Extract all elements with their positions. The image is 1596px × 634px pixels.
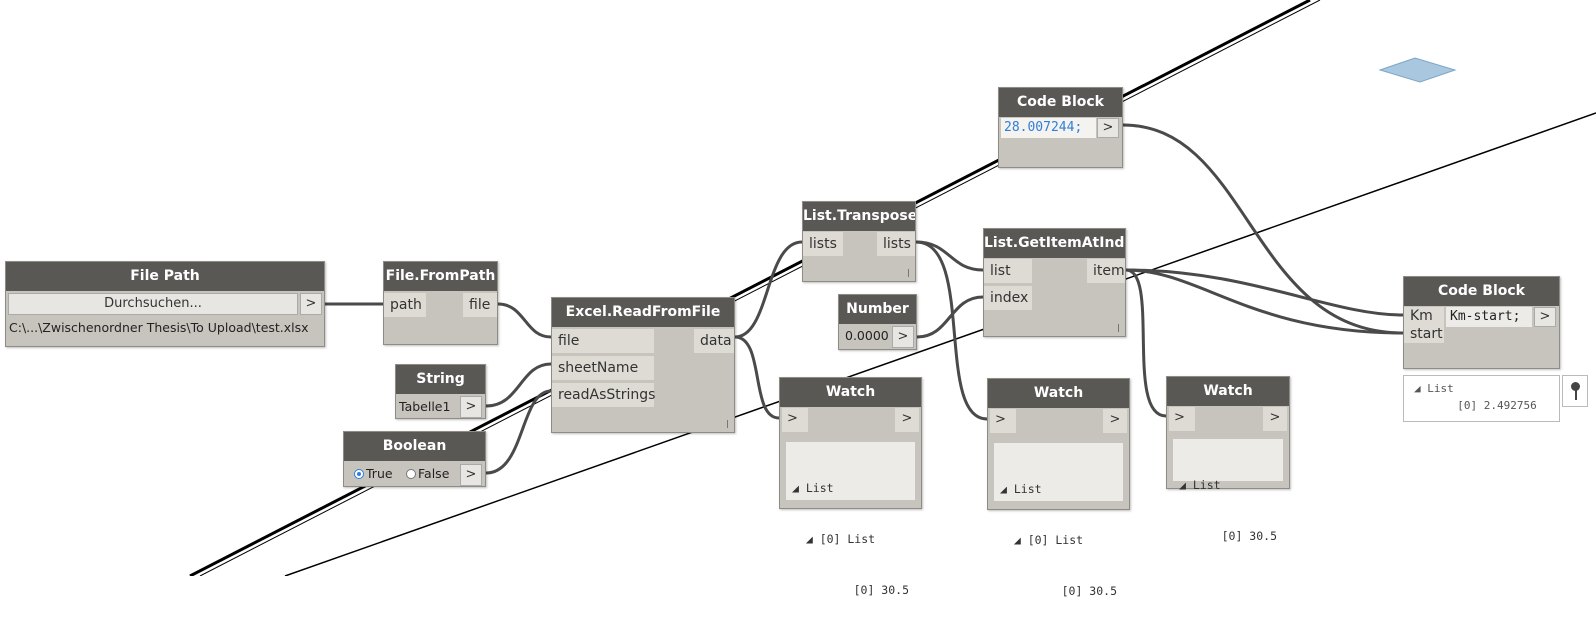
true-radio[interactable]: True <box>354 466 393 481</box>
watch-line: [0] 30.5 <box>812 583 909 597</box>
input-port-readasstrings[interactable]: readAsStrings <box>552 383 655 407</box>
excel-readfromfile-node[interactable]: Excel.ReadFromFile file sheetName readAs… <box>551 297 735 433</box>
string-value-input[interactable]: Tabelle1 <box>399 399 451 414</box>
pin-icon <box>1571 382 1580 391</box>
node-title: Watch <box>988 379 1129 408</box>
code-block-km-start-node[interactable]: Code Block Km start Km-start; > <box>1403 276 1560 369</box>
false-radio[interactable]: False <box>406 466 449 481</box>
code-editor[interactable]: Km-start; <box>1446 307 1532 327</box>
watch-line: ◢ [0] List <box>792 532 876 546</box>
input-port-start[interactable]: start <box>1404 325 1444 343</box>
boolean-node[interactable]: Boolean True False > <box>343 431 486 487</box>
resize-grip-icon[interactable] <box>727 420 728 428</box>
output-port-arrow[interactable]: > <box>892 326 914 348</box>
output-port-data[interactable]: data <box>694 329 734 353</box>
watch-line: ◢ [0] List <box>1000 533 1084 547</box>
node-title: List.GetItemAtIndex <box>984 229 1125 258</box>
resize-grip-icon[interactable] <box>1118 324 1119 332</box>
code-block-preview: ◢ List [0] 2.492756 <box>1403 375 1560 422</box>
input-port-index[interactable]: index <box>984 286 1032 310</box>
node-title: Number <box>839 295 916 324</box>
output-port-arrow[interactable]: > <box>460 464 482 486</box>
input-port-file[interactable]: file <box>552 329 654 353</box>
pin-preview-button[interactable] <box>1562 375 1588 407</box>
preview-line: [0] 2.492756 <box>1444 399 1537 412</box>
input-port-path[interactable]: path <box>384 293 426 317</box>
watch-node[interactable]: Watch > > ◢ List [0] 30.5 <box>1166 376 1290 543</box>
true-label: True <box>366 466 393 481</box>
output-port-arrow[interactable]: > <box>1263 407 1287 431</box>
input-port-sheetname[interactable]: sheetName <box>552 356 654 380</box>
input-port-arrow[interactable]: > <box>1169 407 1195 431</box>
watch-line: ◢ List <box>1179 478 1221 492</box>
watch-line: ◢ List <box>792 481 834 495</box>
radio-unselected-icon <box>406 468 416 479</box>
watch-line: [0] 30.5 <box>1020 584 1117 598</box>
node-title: File Path <box>6 262 324 291</box>
node-title: List.Transpose <box>803 202 915 231</box>
radio-selected-icon <box>354 468 364 479</box>
node-title: Boolean <box>344 432 485 461</box>
node-title: Excel.ReadFromFile <box>552 298 734 327</box>
number-node[interactable]: Number 0.0000 > <box>838 294 917 350</box>
false-label: False <box>418 466 450 481</box>
list-transpose-node[interactable]: List.Transpose lists lists <box>802 201 916 282</box>
input-port-arrow[interactable]: > <box>990 409 1016 433</box>
output-port-arrow[interactable]: > <box>460 396 482 418</box>
watch-preview: ◢ List ◢ [0] List [0] 30.5 <box>786 442 915 597</box>
file-frompath-node[interactable]: File.FromPath path file <box>383 261 498 345</box>
watch-node[interactable]: Watch > > ◢ List ◢ [0] List [0] 30.5 <box>779 377 922 597</box>
node-title: Code Block <box>999 88 1122 117</box>
node-title: Watch <box>1167 377 1289 406</box>
output-port-arrow[interactable]: > <box>1097 118 1119 138</box>
node-title: File.FromPath <box>384 262 497 291</box>
input-port-km[interactable]: Km <box>1404 307 1444 325</box>
output-port-arrow[interactable]: > <box>1534 307 1556 327</box>
input-port-list[interactable]: list <box>984 259 1032 283</box>
output-port-arrow[interactable]: > <box>895 408 919 432</box>
watch-node[interactable]: Watch > > ◢ List ◢ [0] List [0] 30.5 <box>987 378 1130 598</box>
input-port-arrow[interactable]: > <box>782 408 808 432</box>
output-port-lists[interactable]: lists <box>877 232 915 256</box>
output-port-file[interactable]: file <box>463 293 497 317</box>
watch-line: [0] 30.5 <box>1193 529 1277 543</box>
preview-line: ◢ List <box>1414 382 1454 395</box>
number-value-input[interactable]: 0.0000 <box>845 328 889 343</box>
watch-preview: ◢ List ◢ [0] List [0] 30.5 <box>994 443 1123 598</box>
string-node[interactable]: String Tabelle1 > <box>395 364 486 419</box>
resize-grip-icon[interactable] <box>908 269 909 277</box>
input-port-lists[interactable]: lists <box>803 232 843 256</box>
file-path-value: C:\...\Zwischenordner Thesis\To Upload\t… <box>9 320 309 335</box>
node-title: String <box>396 365 485 394</box>
output-port-arrow[interactable]: > <box>300 293 322 315</box>
pin-stem <box>1575 390 1577 400</box>
code-block-node[interactable]: Code Block 28.007244; > <box>998 87 1123 168</box>
browse-button[interactable]: Durchsuchen... <box>8 293 298 315</box>
node-title: Code Block <box>1404 277 1559 306</box>
code-editor[interactable]: 28.007244; <box>1001 118 1096 138</box>
watch-line: ◢ List <box>1000 482 1042 496</box>
node-title: Watch <box>780 378 921 407</box>
list-getitematindex-node[interactable]: List.GetItemAtIndex list index item <box>983 228 1126 337</box>
output-port-item[interactable]: item <box>1087 259 1125 283</box>
output-port-arrow[interactable]: > <box>1103 409 1127 433</box>
watch-preview: ◢ List [0] 30.5 <box>1173 439 1283 543</box>
file-path-node[interactable]: File Path Durchsuchen... > C:\...\Zwisch… <box>5 261 325 347</box>
